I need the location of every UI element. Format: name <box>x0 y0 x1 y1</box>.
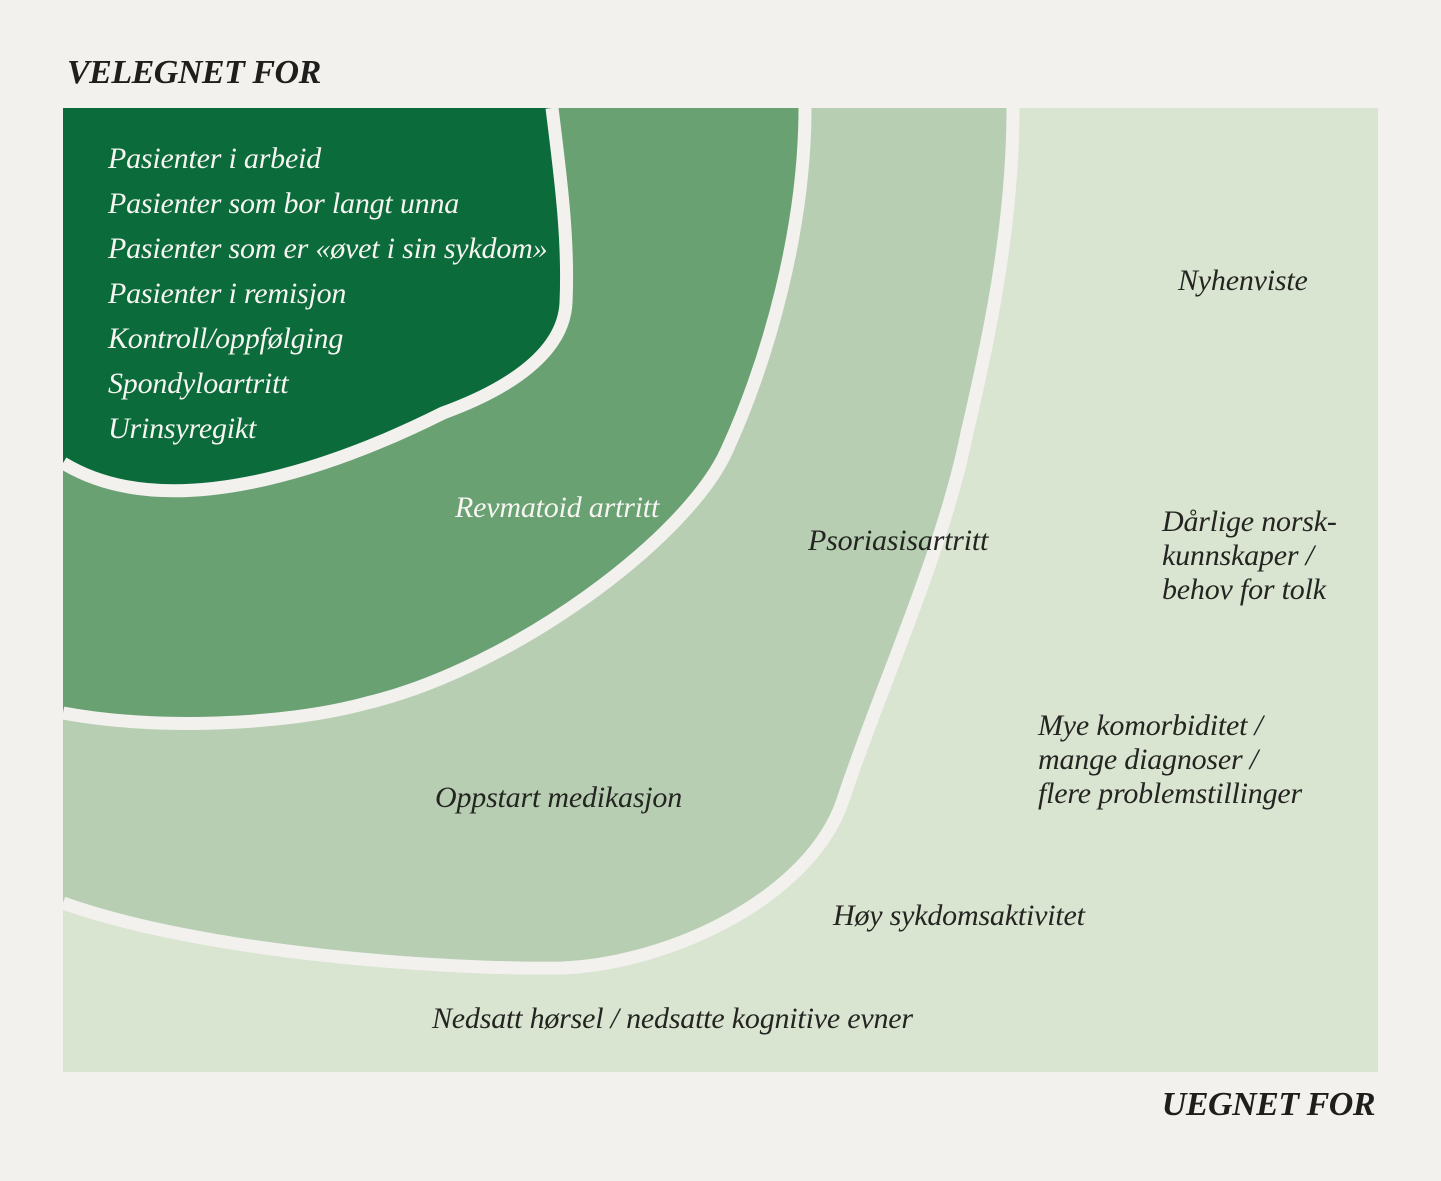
ring2-separator-arc <box>63 108 812 730</box>
ring1-label-list: Pasienter i arbeid Pasienter som bor lan… <box>108 136 548 451</box>
ring1-item: Urinsyregikt <box>108 412 257 445</box>
ring3-separator-arc <box>63 108 1020 975</box>
ring4-label-nedsatt-horsel: Nedsatt hørsel / nedsatte kognitive evne… <box>432 1002 913 1035</box>
title-uegnet-for: UEGNET FOR <box>1161 1086 1376 1123</box>
ring2-label-revmatoid-artritt: Revmatoid artritt <box>455 491 660 524</box>
ring1-item: Pasienter som bor langt unna <box>108 187 460 220</box>
ring1-item: Kontroll/oppfølging <box>108 322 344 355</box>
ring3-label-psoriasisartritt: Psoriasisartritt <box>808 524 989 557</box>
concentric-rings-graphic <box>63 108 1378 1072</box>
ring4-label-nyhenviste: Nyhenviste <box>1178 264 1308 297</box>
ring1-separator-arc <box>63 108 574 498</box>
title-velegnet-for: VELEGNET FOR <box>67 54 321 91</box>
ring4-label-norskkunnskaper: Dårlige norsk- kunnskaper / behov for to… <box>1162 505 1337 606</box>
ring1-item: Pasienter i arbeid <box>108 142 322 175</box>
ring1-item: Pasienter i remisjon <box>108 277 347 310</box>
ring1-item: Pasienter som er «øvet i sin sykdom» <box>108 232 548 265</box>
ring4-label-komorbiditet: Mye komorbiditet / mange diagnoser / fle… <box>1038 709 1302 810</box>
ring3-label-oppstart-medikasjon: Oppstart medikasjon <box>435 781 683 814</box>
diagram-panel: Pasienter i arbeid Pasienter som bor lan… <box>63 108 1378 1072</box>
ring1-item: Spondyloartritt <box>108 367 289 400</box>
ring4-label-sykdomsaktivitet: Høy sykdomsaktivitet <box>833 899 1085 932</box>
ring1-region <box>63 108 567 491</box>
